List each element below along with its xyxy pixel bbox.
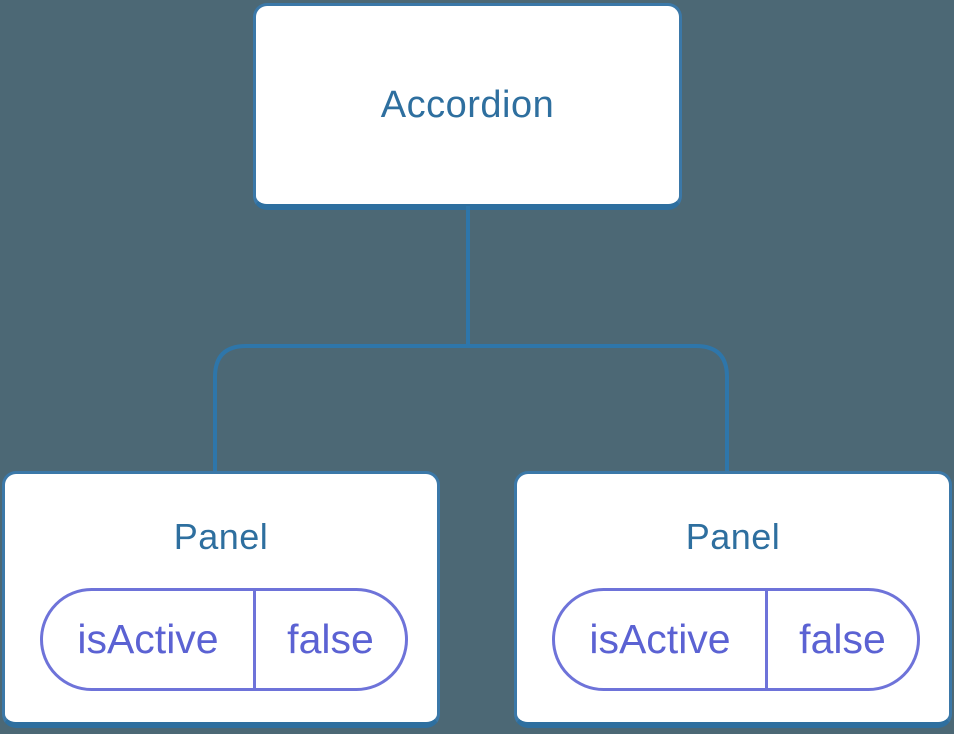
connector-bracket [213, 344, 729, 472]
panel-label: Panel [173, 516, 269, 557]
state-value: false [799, 616, 886, 662]
pill-divider [252, 591, 256, 688]
state-key: isActive [589, 616, 731, 662]
panel-node-left: Panel isActive false [2, 471, 440, 728]
panel-label: Panel [685, 516, 781, 557]
state-pill: isActive false [40, 588, 408, 691]
state-key: isActive [77, 616, 219, 662]
accordion-node: Accordion [253, 3, 682, 210]
pill-divider [764, 591, 768, 688]
state-value: false [287, 616, 374, 662]
state-pill: isActive false [552, 588, 920, 691]
panel-node-right: Panel isActive false [514, 471, 952, 728]
accordion-label: Accordion [380, 83, 555, 126]
